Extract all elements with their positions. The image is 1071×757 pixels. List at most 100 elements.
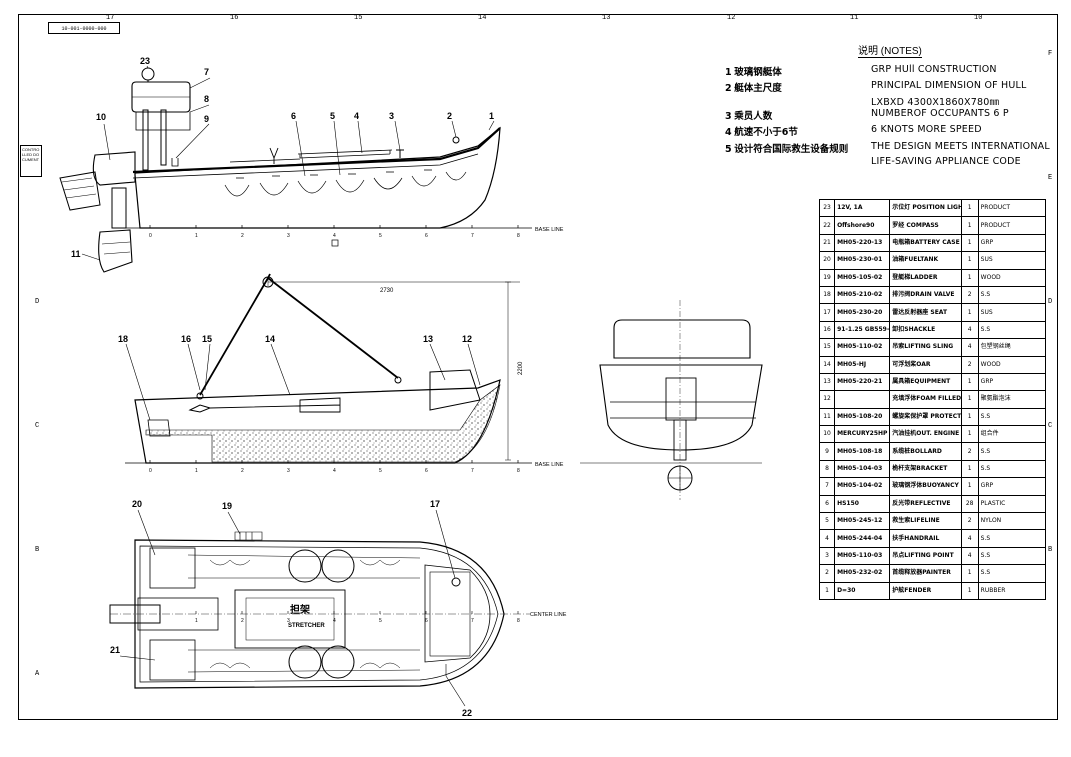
note-number: 2 <box>725 83 732 94</box>
note-number: 1 <box>725 67 732 78</box>
note-1: 1 玻璃钢艇体 <box>725 64 782 78</box>
callout-6: 6 <box>291 111 296 121</box>
note-1-en: GRP HUll CONSTRUCTION <box>871 64 997 75</box>
svg-text:5: 5 <box>379 618 382 624</box>
ruler-number: 13 <box>602 14 611 22</box>
ruler-letter: A <box>35 670 40 678</box>
note-5-en: THE DESIGN MEETS INTERNATIONAL <box>871 141 1050 152</box>
svg-text:4: 4 <box>333 468 336 474</box>
svg-text:5: 5 <box>379 233 382 239</box>
note-3: 3 乘员人数 <box>725 108 772 122</box>
note-2-en2: LXBXD 4300X1860X780㎜ <box>871 97 1000 108</box>
dimension-length: 2730 <box>380 288 394 294</box>
notes-title: 说明 (NOTES) <box>858 42 922 58</box>
callout-9: 9 <box>204 114 209 124</box>
note-cn-text: 艇体主尺度 <box>734 83 782 94</box>
svg-text:5: 5 <box>379 468 382 474</box>
svg-text:8: 8 <box>517 468 520 474</box>
note-cn-text: 设计符合国际救生设备规则 <box>734 144 849 155</box>
ruler-number: 11 <box>850 14 859 22</box>
part-name: 卸扣SHACKLE <box>889 320 962 340</box>
svg-text:0: 0 <box>149 233 152 239</box>
note-cn-text: 乘员人数 <box>734 111 773 122</box>
ruler-letter: D <box>35 298 40 306</box>
callout-19: 19 <box>222 501 232 511</box>
note-number: 3 <box>725 111 732 122</box>
note-5: 5 设计符合国际救生设备规则 <box>725 141 848 155</box>
ruler-letter: C <box>35 422 40 430</box>
side-elevation-view <box>59 67 532 273</box>
ruler-letter: C <box>1048 422 1053 430</box>
svg-text:1: 1 <box>195 468 198 474</box>
svg-text:6: 6 <box>425 618 428 624</box>
note-3-en: NUMBEROF OCCUPANTS 6 P <box>871 108 1009 119</box>
center-line-label: CENTER LINE <box>530 612 567 618</box>
callout-3: 3 <box>389 111 394 121</box>
svg-text:3: 3 <box>287 468 290 474</box>
base-line-label: BASE LINE <box>535 462 564 468</box>
ruler-letter: D <box>1048 298 1053 306</box>
svg-text:6: 6 <box>425 468 428 474</box>
callout-18: 18 <box>118 334 128 344</box>
part-name: 吊点LIFTING POINT <box>889 546 962 566</box>
base-line-label: BASE LINE <box>535 227 564 233</box>
front-view <box>580 300 763 500</box>
part-name: 护舷FENDER <box>889 581 962 600</box>
svg-text:6: 6 <box>425 233 428 239</box>
svg-text:8: 8 <box>517 233 520 239</box>
stretcher-en-label: STRETCHER <box>288 623 325 629</box>
note-5-en2: LIFE-SAVING APPLIANCE CODE <box>871 156 1021 167</box>
document-stamp: CONTROLLED DOCUMENT <box>20 145 42 177</box>
callout-8: 8 <box>204 94 209 104</box>
svg-text:7: 7 <box>471 233 474 239</box>
callout-5: 5 <box>330 111 335 121</box>
ruler-number: 17 <box>106 14 115 22</box>
ruler-letter: B <box>35 546 40 554</box>
callout-1: 1 <box>489 111 494 121</box>
note-2-en: PRINCIPAL DIMENSION OF HULL <box>871 80 1027 91</box>
callout-7: 7 <box>204 67 209 77</box>
ruler-number: 14 <box>478 14 487 22</box>
callout-13: 13 <box>423 334 433 344</box>
note-number: 4 <box>725 127 732 138</box>
ruler-number: 16 <box>230 14 239 22</box>
section-elevation-view <box>125 273 532 464</box>
callout-2: 2 <box>447 111 452 121</box>
svg-text:3: 3 <box>287 233 290 239</box>
part-material: RUBBER <box>977 581 1047 600</box>
note-cn-text: 航速不小于6节 <box>734 127 798 138</box>
svg-text:4: 4 <box>333 618 336 624</box>
note-number: 5 <box>725 144 732 155</box>
stretcher-cn-label: 担架 <box>290 603 310 616</box>
callout-14: 14 <box>265 334 275 344</box>
dimension-height: 2200 <box>518 361 524 375</box>
drawing-frame <box>18 14 1058 720</box>
ruler-letter: B <box>1048 546 1053 554</box>
svg-text:3: 3 <box>287 618 290 624</box>
ruler-letter: E <box>1048 174 1053 182</box>
svg-text:2: 2 <box>241 233 244 239</box>
svg-text:8: 8 <box>517 618 520 624</box>
callout-17: 17 <box>430 499 440 509</box>
note-2: 2 艇体主尺度 <box>725 80 782 94</box>
svg-text:7: 7 <box>471 468 474 474</box>
callout-4: 4 <box>354 111 359 121</box>
ruler-number: 12 <box>727 14 736 22</box>
callout-23: 23 <box>140 56 150 66</box>
svg-text:2: 2 <box>241 618 244 624</box>
